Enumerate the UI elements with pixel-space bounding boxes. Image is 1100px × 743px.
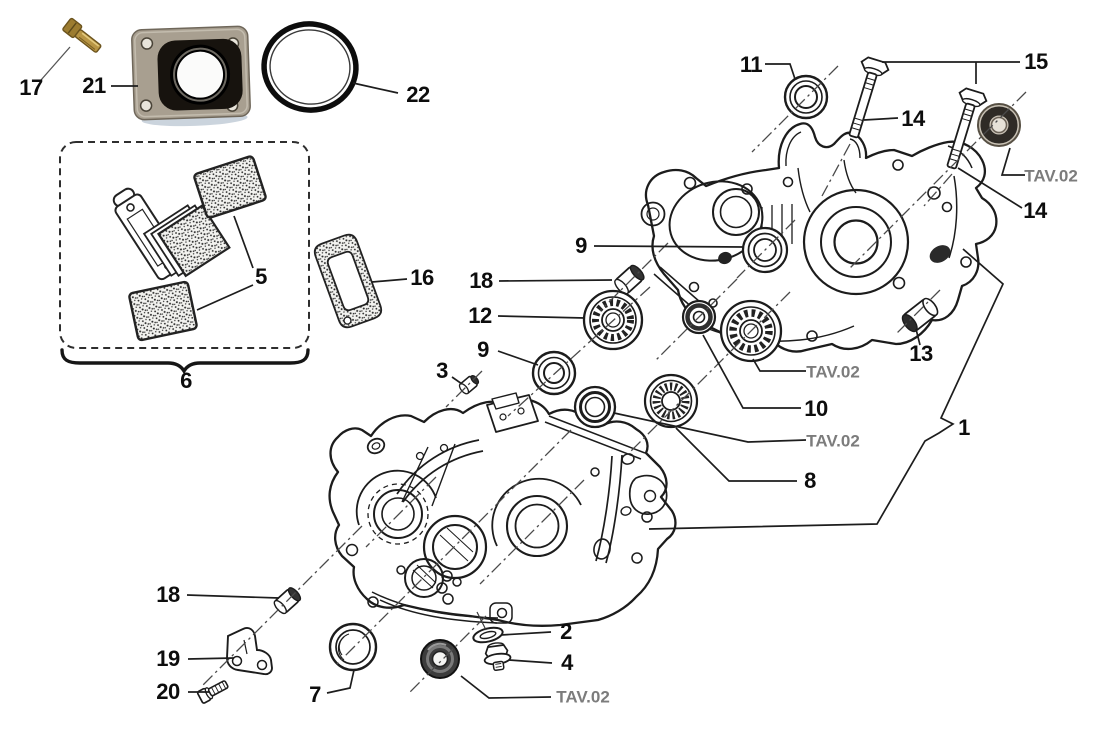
callout-9-mid: 9 (477, 337, 489, 362)
callout-5: 5 (255, 264, 267, 289)
washer-connector-line (476, 611, 487, 631)
seal-tav02-bottom-drawing (420, 639, 460, 679)
assembly-1-bracket-line (648, 248, 1005, 530)
upper-case-bolt-holes (683, 159, 972, 342)
callout-2: 2 (560, 619, 572, 644)
callout-19: 19 (156, 646, 180, 671)
callout-21: 21 (82, 73, 106, 98)
bolt-4-drawing (483, 642, 512, 672)
gasket-16-drawing (313, 233, 383, 329)
callout-9-top: 9 (575, 233, 587, 258)
washer-2-drawing (472, 626, 504, 644)
callout-14-upper: 14 (901, 106, 925, 131)
seal-tav02-mid2-drawing (573, 385, 617, 429)
callout-8: 8 (804, 468, 816, 493)
callout-16: 16 (410, 265, 434, 290)
intake-manifold-photo (131, 25, 251, 127)
callout-18-top: 18 (469, 268, 493, 293)
callout-7: 7 (309, 682, 321, 707)
callout-3: 3 (436, 358, 448, 383)
reed-cavity-block (486, 392, 539, 433)
crossref-tav02-3: TAV.02 (806, 431, 860, 451)
callout-10: 10 (804, 396, 828, 421)
callout-20: 20 (156, 679, 180, 704)
bracket-19-drawing (226, 627, 273, 676)
lower-case-bolt-holes (345, 467, 653, 619)
crossref-tav02-2: TAV.02 (806, 362, 860, 382)
callout-22: 22 (406, 82, 430, 107)
callout-12: 12 (468, 303, 492, 328)
stud-14-upper-drawing (848, 56, 890, 139)
callout-13: 13 (909, 341, 933, 366)
callout-1: 1 (958, 415, 970, 440)
bolt-20-drawing (196, 680, 229, 704)
callout-4: 4 (561, 650, 573, 675)
lower-crankcase-half-drawing (328, 392, 677, 627)
reed-petal-upper-drawing (193, 155, 267, 219)
callout-15: 15 (1024, 49, 1048, 74)
leader-lines (40, 46, 1025, 699)
callout-17: 17 (19, 75, 43, 100)
bushing-18-upper-drawing (614, 264, 645, 295)
callout-18-bottom: 18 (156, 582, 180, 607)
reed-petal-lower-drawing (128, 280, 198, 342)
kit-brace (60, 348, 310, 375)
bearing-tav02-top-drawing (977, 103, 1021, 147)
kit-dashed-box (59, 141, 310, 349)
o-ring-photo (261, 21, 359, 113)
crossref-tav02-4: TAV.02 (556, 687, 610, 707)
crossref-tav02-1: TAV.02 (1024, 166, 1078, 186)
seal-11-drawing (783, 74, 829, 120)
reed-valve-block-drawing (142, 204, 231, 278)
brass-screw-photo (62, 17, 102, 53)
callout-14-lower: 14 (1023, 198, 1047, 223)
seal-7-drawing (328, 622, 378, 672)
stud-14-lower-drawing (946, 87, 988, 170)
callout-11: 11 (739, 52, 763, 77)
centre-axes (202, 65, 1027, 695)
needle-bearing-8-drawing (643, 373, 699, 429)
callout-6: 6 (180, 368, 192, 393)
